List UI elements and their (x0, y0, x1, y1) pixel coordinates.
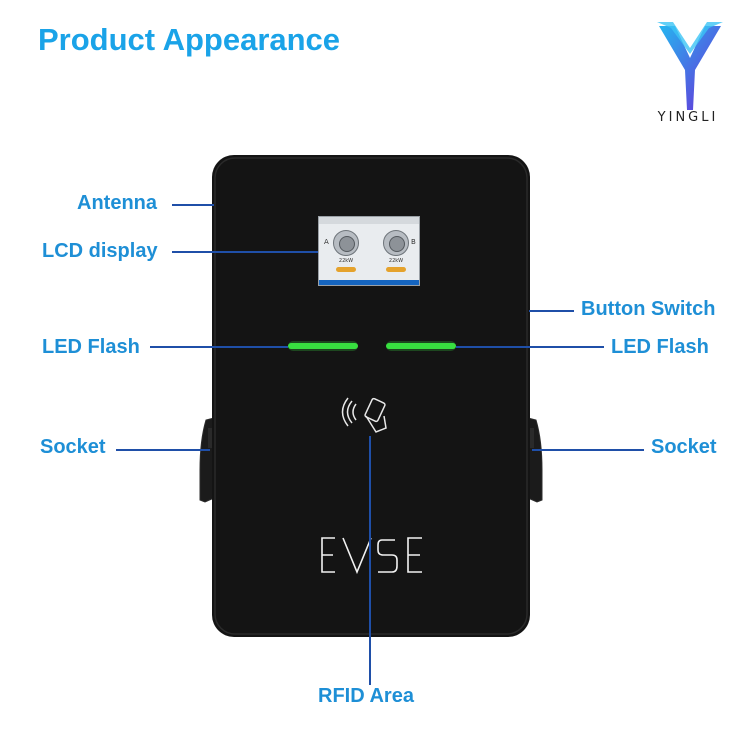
lcd-port-a-icon (333, 230, 359, 256)
led-flash-right-label: LED Flash (611, 336, 709, 358)
rfid-icon (341, 397, 387, 433)
lcd-power-b: 22kW (388, 258, 404, 264)
socket-right-label: Socket (651, 436, 717, 458)
rfid-area-label: RFID Area (318, 685, 414, 707)
evse-logo-icon (321, 537, 422, 575)
lcd-display: A 22kW B 22kW (318, 216, 420, 286)
lcd-bottom-bar (319, 280, 419, 285)
yingli-logo-icon (657, 22, 723, 110)
brand-name: YINGLI (657, 110, 719, 125)
lcd-button-b (386, 267, 406, 272)
lcd-port-b-icon (383, 230, 409, 256)
lcd-port-a-label: A (324, 238, 329, 246)
page-title: Product Appearance (38, 22, 341, 57)
led-flash-left (288, 343, 358, 349)
lcd-power-a: 22kW (338, 258, 354, 264)
led-flash-right (386, 343, 456, 349)
charger-body (212, 155, 530, 637)
led-flash-left-label: LED Flash (42, 336, 140, 358)
lcd-button-a (336, 267, 356, 272)
button-switch-label: Button Switch (581, 298, 716, 320)
lcd-status-bar (319, 217, 419, 224)
lcd-display-label: LCD display (42, 240, 158, 262)
socket-left-label: Socket (40, 436, 106, 458)
antenna-label: Antenna (77, 192, 157, 214)
lcd-port-b-label: B (411, 238, 416, 246)
